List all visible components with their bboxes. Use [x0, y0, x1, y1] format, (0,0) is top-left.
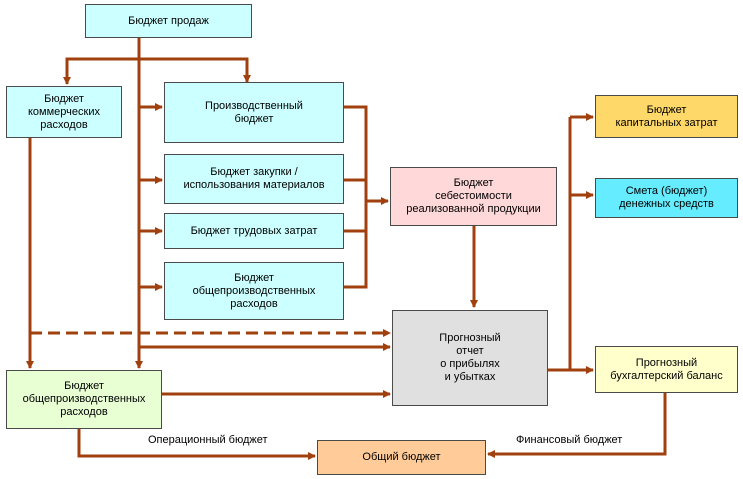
- cash-budget-block: Смета (бюджет) денежных средств: [595, 178, 738, 218]
- pnl-right-trunk: [548, 117, 572, 372]
- cogs-budget-block: Бюджет себестоимости реализованной проду…: [390, 167, 557, 226]
- collector: [344, 105, 368, 289]
- arrow-sales-to-commercial: [63, 37, 141, 85]
- overhead-production-block: Бюджет общепроизводственных расходов: [164, 262, 344, 320]
- labor-budget-block: Бюджет трудовых затрат: [164, 213, 344, 249]
- overhead-general-block: Бюджет общепроизводственных расходов: [6, 370, 162, 429]
- commercial-budget-block: Бюджет коммерческих расходов: [6, 86, 122, 138]
- arrow-sales-to-production: [139, 57, 251, 83]
- operational-budget-label: Операционный бюджет: [148, 434, 268, 446]
- arrow-balance-to-master: [487, 393, 667, 458]
- forecast-balance-block: Прогнозный бухгалтерский баланс: [595, 346, 738, 393]
- master-budget-block: Общий бюджет: [317, 440, 486, 475]
- forecast-pnl-block: Прогнозный отчет о прибылях и убытках: [392, 310, 548, 406]
- sales-budget-block: Бюджет продаж: [85, 4, 252, 38]
- materials-budget-block: Бюджет закупки / использования материало…: [164, 154, 344, 204]
- financial-budget-label: Финансовый бюджет: [516, 434, 623, 446]
- production-budget-block: Производственный бюджет: [164, 82, 344, 143]
- capital-budget-block: Бюджет капитальных затрат: [595, 95, 738, 138]
